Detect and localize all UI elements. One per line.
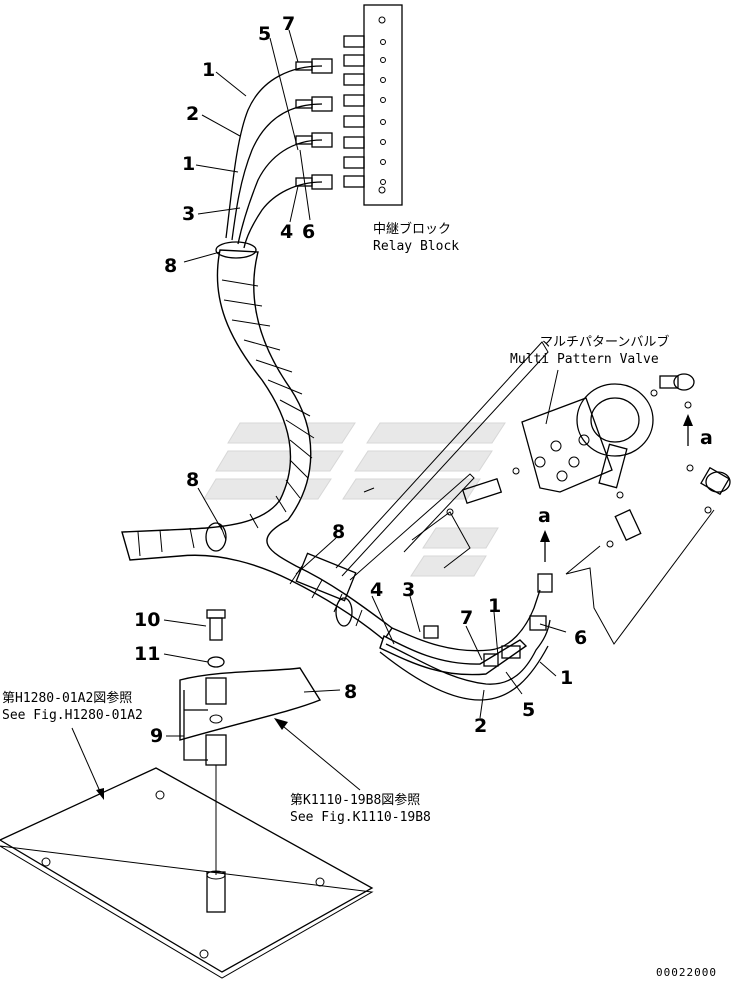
reference-1-en: See Fig.H1280-01A2 [2, 708, 143, 723]
callout-6: 6 [574, 627, 587, 649]
reference-arrow-k1110 [274, 718, 361, 791]
hose-bundle-lower [379, 589, 551, 701]
callout-8: 8 [332, 521, 345, 543]
relay-block [343, 4, 403, 206]
watermark-logo [203, 422, 506, 577]
callout-2: 2 [474, 715, 487, 737]
bracket-outline-lines [335, 341, 715, 645]
view-marker-upper: a [700, 427, 713, 449]
callout-9: 9 [150, 725, 163, 747]
relay-block-label-jp: 中継ブロック [373, 221, 451, 237]
callout-4: 4 [280, 221, 293, 243]
callout-3: 3 [182, 203, 195, 225]
reference-2-en: See Fig.K1110-19B8 [290, 810, 431, 825]
callout-leaders [163, 29, 567, 737]
reference-1-jp: 第H1280-01A2図参照 [2, 690, 132, 706]
callout-3: 3 [402, 579, 415, 601]
callout-7: 7 [460, 607, 473, 629]
callout-10: 10 [134, 609, 160, 631]
valve-label-en: Multi Pattern Valve [510, 352, 659, 367]
callouts: 1 2 1 3 5 7 4 6 8 8 8 4 3 7 1 6 1 5 2 10… [134, 13, 587, 747]
hose-end-fittings [295, 58, 333, 190]
valve-label-jp: マルチパターンバルブ [540, 334, 669, 350]
callout-1: 1 [488, 595, 501, 617]
callout-1: 1 [560, 667, 573, 689]
callout-11: 11 [134, 643, 160, 665]
drawing-number: 00022000 [656, 966, 717, 979]
callout-5: 5 [522, 699, 535, 721]
view-arrow-lower [540, 530, 550, 562]
callout-8: 8 [186, 469, 199, 491]
wrapped-hose-bundle [121, 241, 393, 642]
relay-block-fittings [343, 35, 365, 188]
callout-8: 8 [164, 255, 177, 277]
view-marker-lower: a [538, 505, 551, 527]
relay-block-label-en: Relay Block [373, 239, 459, 254]
relay-block-ports [380, 39, 386, 185]
callout-1: 1 [182, 153, 195, 175]
callout-5: 5 [258, 23, 271, 45]
callout-8: 8 [344, 681, 357, 703]
view-arrow-upper [683, 414, 693, 446]
callout-4: 4 [370, 579, 383, 601]
hose-bundle-upper [225, 58, 333, 249]
multi-pattern-valve [446, 373, 731, 593]
washer-11 [207, 656, 225, 668]
reference-2-jp: 第K1110-19B8図参照 [290, 792, 420, 808]
callout-6: 6 [302, 221, 315, 243]
reference-arrow-h1280 [71, 727, 104, 800]
clamp-9 [179, 667, 322, 913]
callout-2: 2 [186, 103, 199, 125]
bolt-10 [206, 609, 226, 641]
callout-7: 7 [282, 13, 295, 35]
callout-1: 1 [202, 59, 215, 81]
